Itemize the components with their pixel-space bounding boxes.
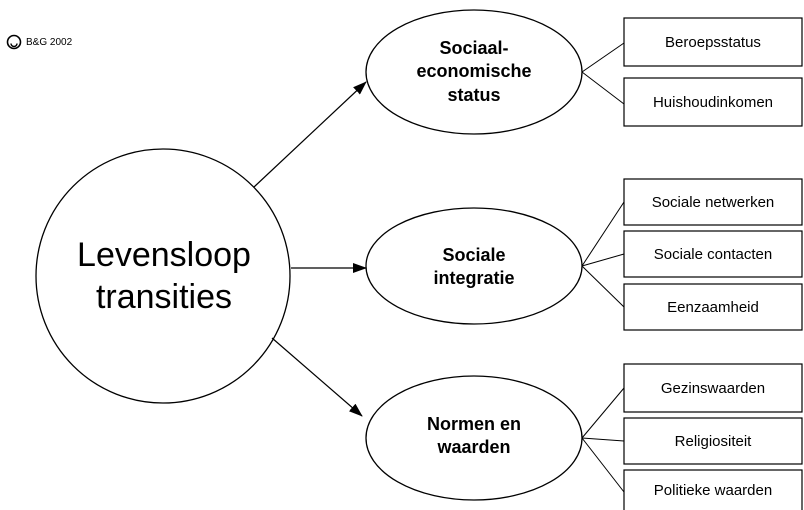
- item-label-2-1: Religiositeit: [674, 432, 752, 450]
- center-label: Levensloop transities: [46, 226, 282, 326]
- connector-1-2: [581, 265, 625, 308]
- item-label-0-0: Beroepsstatus: [665, 33, 761, 51]
- connector-1-1: [581, 253, 625, 267]
- connector-0-0: [581, 42, 625, 73]
- item-box-2-0: [623, 363, 803, 413]
- group-label-2-line-2: waarden: [437, 437, 511, 457]
- item-box-0-0: [623, 17, 803, 67]
- group-label-0-line-1: Sociaal-: [439, 37, 509, 58]
- copyright-text: B&G 2002: [26, 36, 73, 48]
- connector-2-0: [581, 387, 625, 439]
- group-label-0: Sociaal- economische status: [386, 32, 562, 112]
- center-node: [35, 148, 291, 404]
- center-label-line-2: transities: [95, 278, 233, 316]
- arrow-to-group-0: [253, 81, 367, 188]
- group-label-1-line-2: integratie: [433, 268, 515, 288]
- group-label-0-line-3: status: [447, 84, 501, 105]
- item-box-1-1: [623, 230, 803, 278]
- group-label-2-line-1: Normen en: [426, 413, 522, 434]
- copyright-mark: B&G 2002: [6, 34, 72, 50]
- item-label-1-2: Eenzaamheid: [667, 298, 759, 316]
- group-label-1: Sociale integratie: [386, 240, 562, 294]
- connector-2-1: [581, 437, 625, 442]
- item-label-1-1: Sociale contacten: [653, 245, 773, 263]
- group-label-1-line-1: Sociale: [442, 244, 506, 265]
- item-box-2-2: [623, 469, 803, 510]
- connector-2-2: [581, 437, 625, 493]
- item-label-2-0: Gezinswaarden: [660, 379, 766, 397]
- item-box-2-1: [623, 417, 803, 465]
- item-label-0-1: Huishoudinkomen: [652, 93, 774, 111]
- item-box-1-2: [623, 283, 803, 331]
- arrow-to-group-2: [271, 337, 363, 417]
- item-label-1-0: Sociale netwerken: [651, 193, 775, 211]
- logo-circle-icon: [6, 34, 22, 50]
- item-box-1-0: [623, 178, 803, 226]
- item-box-0-1: [623, 77, 803, 127]
- group-label-2: Normen en waarden: [386, 409, 562, 463]
- connector-1-0: [581, 201, 625, 267]
- item-label-2-2: Politieke waarden: [653, 481, 773, 499]
- center-label-line-1: Levensloop: [77, 235, 251, 274]
- group-label-0-line-2: economische: [416, 61, 532, 82]
- connector-0-1: [581, 71, 625, 105]
